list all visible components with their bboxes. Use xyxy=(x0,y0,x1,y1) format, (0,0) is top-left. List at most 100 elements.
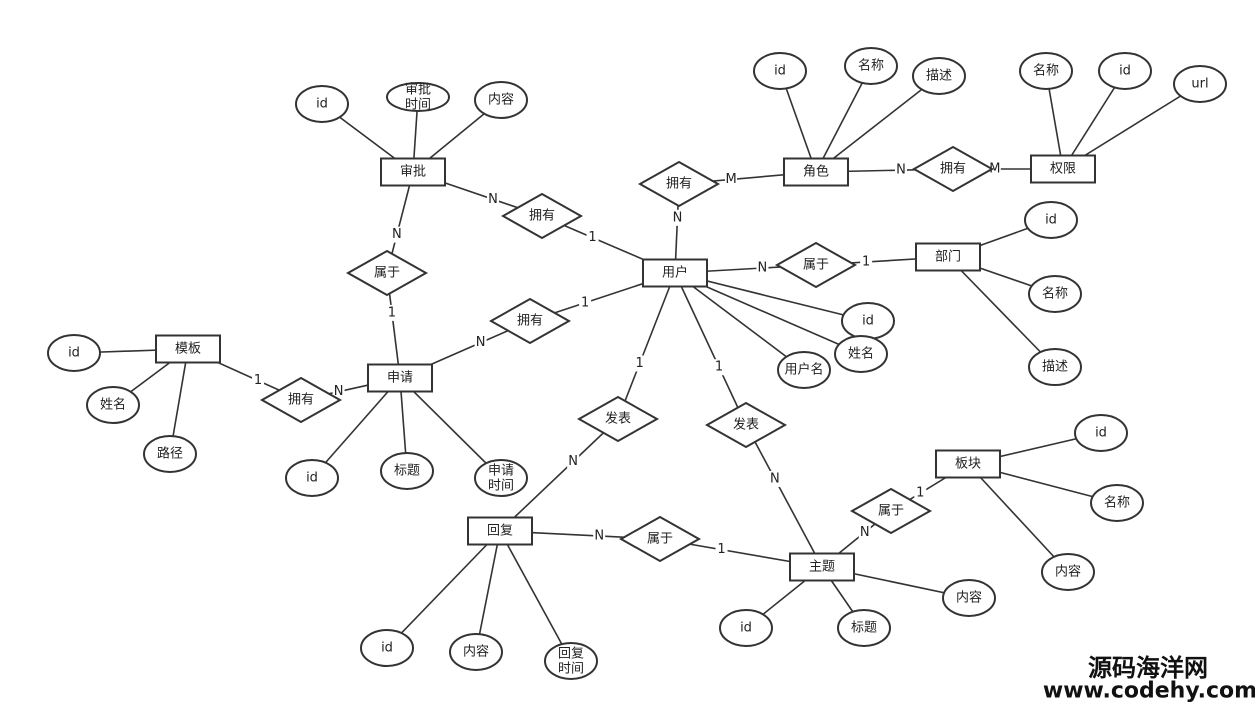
entity-huifu-text: 回复 xyxy=(487,524,513,539)
cardinality-label: 1 xyxy=(717,542,725,557)
attribute-edge xyxy=(311,377,401,479)
cardinality-label: 1 xyxy=(388,305,396,320)
entity-shenpi: 审批 xyxy=(380,157,446,187)
cardinality-label: N xyxy=(673,210,683,225)
attribute-ellipse xyxy=(719,609,773,647)
relationship-r_fb1-text: 发表 xyxy=(605,411,631,427)
cardinality-label: N xyxy=(896,163,906,178)
attribute-a_js_name-text: 名称 xyxy=(858,58,884,74)
cardinality-bg xyxy=(567,453,580,470)
watermark: 源码海洋网 www.codehy.com xyxy=(1043,654,1255,704)
attribute-ellipse xyxy=(942,579,996,617)
attribute-a_js_id: id xyxy=(753,52,807,90)
attribute-edge xyxy=(674,272,805,371)
watermark-site-name: 源码海洋网 xyxy=(1088,654,1208,682)
cardinality-bg xyxy=(332,383,345,400)
attribute-ellipse xyxy=(844,47,898,85)
attribute-ellipse xyxy=(1098,52,1152,90)
attribute-ellipse xyxy=(86,386,140,424)
relationship-diamond xyxy=(345,249,429,297)
cardinality-bg xyxy=(390,226,403,243)
cardinality-bg xyxy=(586,229,599,246)
cardinality-bg xyxy=(385,304,398,321)
cardinality-label: M xyxy=(989,162,1000,177)
entity-yonghu: 用户 xyxy=(642,258,708,288)
entity-shenqing: 申请 xyxy=(367,363,433,393)
entity-zhuti-text: 主题 xyxy=(809,560,835,575)
relationship-r_sq_yh-text: 拥有 xyxy=(517,314,543,329)
cardinality-label: 1 xyxy=(862,254,870,269)
relationship-r_sq_yh: 拥有 xyxy=(488,297,572,345)
attribute-a_yh_id-text: id xyxy=(862,314,874,329)
cardinality-label: N xyxy=(488,192,498,207)
attribute-ellipse xyxy=(380,452,434,490)
attribute-a_zt_id-text: id xyxy=(740,621,752,636)
relationship-diamond xyxy=(618,515,702,563)
relationship-r_fb1: 发表 xyxy=(576,395,660,443)
attribute-a_bk_name: 名称 xyxy=(1090,484,1144,522)
attribute-a_sp_id: id xyxy=(295,85,349,123)
attribute-a_sp_id-text: id xyxy=(316,97,328,112)
relationship-r_yh_bm: 属于 xyxy=(774,241,858,289)
attribute-edge xyxy=(475,530,501,653)
cardinality-bg xyxy=(633,355,646,372)
attribute-edge xyxy=(815,75,940,173)
attribute-edge xyxy=(386,530,501,649)
attribute-a_js_name: 名称 xyxy=(844,47,898,85)
cardinality-bg xyxy=(579,294,592,311)
attribute-a_bk_content: 内容 xyxy=(1041,553,1095,591)
watermark-url: www.codehy.com xyxy=(1043,679,1255,704)
attribute-edge xyxy=(499,530,572,662)
attribute-ellipse xyxy=(1074,414,1128,452)
cardinality-label: N xyxy=(392,227,402,242)
attribute-ellipse xyxy=(474,81,528,119)
attribute-a_mb_name-text: 姓名 xyxy=(100,397,126,413)
attribute-a_qx_url-text: url xyxy=(1191,77,1208,92)
entity-quanxian-text: 权限 xyxy=(1050,161,1076,177)
entity-box xyxy=(155,334,221,364)
attribute-edge xyxy=(947,256,1056,368)
relationship-diamond xyxy=(911,145,995,193)
relationship-r_sp_sq: 属于 xyxy=(345,249,429,297)
attribute-a_bk_content-text: 内容 xyxy=(1055,564,1081,580)
entity-box xyxy=(367,363,433,393)
attribute-ellipse xyxy=(285,459,339,497)
attribute-a_yh_uname-text: 用户名 xyxy=(784,362,823,378)
attribute-a_sq_id: id xyxy=(285,459,339,497)
attribute-a_bk_name-text: 名称 xyxy=(1104,495,1130,511)
attribute-a_mb_path: 路径 xyxy=(143,435,197,473)
entity-bumen-text: 部门 xyxy=(935,250,961,265)
attribute-a_yh_name-text: 姓名 xyxy=(848,346,874,362)
relationship-r_mb_sq-text: 拥有 xyxy=(288,393,314,408)
attribute-a_bm_name: 名称 xyxy=(1028,275,1082,313)
attribute-ellipse xyxy=(1041,553,1095,591)
cardinality-bg xyxy=(756,260,769,277)
entity-bankuai: 板块 xyxy=(935,449,1001,479)
attribute-a_sq_id-text: id xyxy=(306,471,318,486)
attribute-a_hf_time-line1: 回复 xyxy=(558,647,584,662)
cardinality-label: N xyxy=(568,454,578,469)
entity-juese: 角色 xyxy=(783,157,849,187)
entity-zhuti: 主题 xyxy=(789,552,855,582)
relationship-diamond xyxy=(488,297,572,345)
attribute-ellipse xyxy=(837,609,891,647)
attribute-a_mb_id: id xyxy=(47,334,101,372)
attribute-a_qx_name: 名称 xyxy=(1019,52,1073,90)
relationship-diamond xyxy=(259,376,343,424)
cardinality-bg xyxy=(988,161,1001,177)
attribute-a_yh_uname: 用户名 xyxy=(777,351,831,389)
attribute-ellipse xyxy=(544,642,598,680)
relationship-r_hf_zt: 属于 xyxy=(618,515,702,563)
relationship-r_js_qx: 拥有 xyxy=(911,145,995,193)
cardinality-bg xyxy=(858,524,871,541)
relationship-diamond xyxy=(637,160,721,208)
attribute-a_hf_content: 内容 xyxy=(449,633,503,671)
attribute-a_bm_id-text: id xyxy=(1045,213,1057,228)
relationship-diamond xyxy=(704,401,788,449)
cardinality-bg xyxy=(894,162,907,179)
attribute-ellipse xyxy=(1024,201,1078,239)
entity-box xyxy=(642,258,708,288)
relationship-diamond xyxy=(774,241,858,289)
cardinality-label: 1 xyxy=(916,486,924,501)
attribute-a_mb_name: 姓名 xyxy=(86,386,140,424)
